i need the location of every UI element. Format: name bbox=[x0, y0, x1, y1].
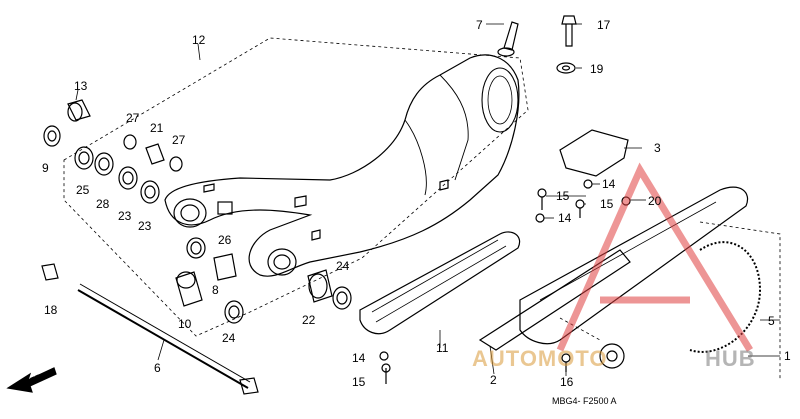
swingarm bbox=[164, 54, 520, 277]
callout-27b: 27 bbox=[172, 133, 186, 147]
bearing-22 bbox=[307, 269, 333, 303]
pivot-shaft-6 bbox=[77, 289, 249, 389]
callout-3: 3 bbox=[654, 141, 661, 155]
callout-14b: 14 bbox=[558, 211, 572, 225]
bearing-28 bbox=[94, 152, 114, 176]
chain-guard-2 bbox=[478, 249, 631, 351]
callout-7: 7 bbox=[476, 18, 483, 32]
callout-25: 25 bbox=[76, 183, 90, 197]
callout-23a: 23 bbox=[118, 209, 132, 223]
callout-5: 5 bbox=[768, 314, 775, 328]
nut-18 bbox=[41, 263, 59, 281]
bracket-3 bbox=[559, 129, 629, 177]
callout-9: 9 bbox=[42, 161, 49, 175]
callout-13: 13 bbox=[74, 79, 88, 93]
callout-14a: 14 bbox=[602, 177, 616, 191]
collar-21 bbox=[145, 143, 165, 165]
callout-11: 11 bbox=[436, 341, 449, 355]
bearing-23a bbox=[118, 166, 138, 190]
callout-6: 6 bbox=[154, 361, 161, 375]
collar-10 bbox=[175, 271, 203, 307]
callout-10: 10 bbox=[178, 317, 192, 331]
callout-24a: 24 bbox=[222, 331, 236, 345]
collar-8 bbox=[213, 253, 237, 281]
seal-27a bbox=[123, 134, 137, 150]
seal-26 bbox=[186, 237, 206, 259]
chain-slider-11 bbox=[359, 231, 521, 335]
callout-labels: 12 13 9 25 28 23 23 27 21 27 26 8 10 24 … bbox=[29, 18, 791, 406]
washer-19 bbox=[556, 62, 576, 74]
seal-24a bbox=[224, 300, 244, 324]
callout-2: 2 bbox=[490, 373, 497, 387]
callout-23b: 23 bbox=[138, 219, 152, 233]
callout-17: 17 bbox=[597, 18, 611, 32]
callout-27a: 27 bbox=[126, 111, 140, 125]
callout-14c: 14 bbox=[352, 351, 366, 365]
seal-25 bbox=[74, 146, 94, 170]
callout-15b: 15 bbox=[600, 197, 614, 211]
callout-24b: 24 bbox=[336, 259, 350, 273]
drive-chain-5 bbox=[689, 241, 762, 353]
callout-28: 28 bbox=[96, 197, 110, 211]
clip-7 bbox=[503, 21, 519, 51]
watermark-text-b: HUB bbox=[705, 346, 756, 371]
callout-22: 22 bbox=[302, 313, 316, 327]
callout-12: 12 bbox=[192, 33, 206, 47]
callout-26: 26 bbox=[218, 233, 232, 247]
callout-15a: 15 bbox=[556, 189, 570, 203]
chain-case-1 bbox=[519, 186, 749, 345]
collar-13 bbox=[67, 99, 91, 121]
swingarm-group-frame bbox=[63, 37, 529, 337]
seal-9 bbox=[43, 125, 61, 147]
watermark-text-a: AUTOMOTO bbox=[472, 346, 608, 371]
callout-15c: 15 bbox=[352, 375, 366, 389]
callout-8: 8 bbox=[212, 283, 219, 297]
callout-1: 1 bbox=[784, 349, 791, 363]
front-arrow-icon bbox=[6, 367, 57, 393]
callout-21: 21 bbox=[150, 121, 164, 135]
watermark-logo bbox=[556, 162, 753, 352]
bearing-23b bbox=[140, 180, 160, 204]
callout-19: 19 bbox=[590, 62, 604, 76]
bolt-17 bbox=[561, 15, 577, 47]
diagram-code: MBG4- F2500 A bbox=[552, 396, 617, 406]
callout-16: 16 bbox=[560, 375, 574, 389]
sprocket bbox=[599, 343, 625, 369]
seal-24b bbox=[332, 286, 352, 310]
callout-20: 20 bbox=[648, 194, 662, 208]
callout-18: 18 bbox=[44, 303, 58, 317]
